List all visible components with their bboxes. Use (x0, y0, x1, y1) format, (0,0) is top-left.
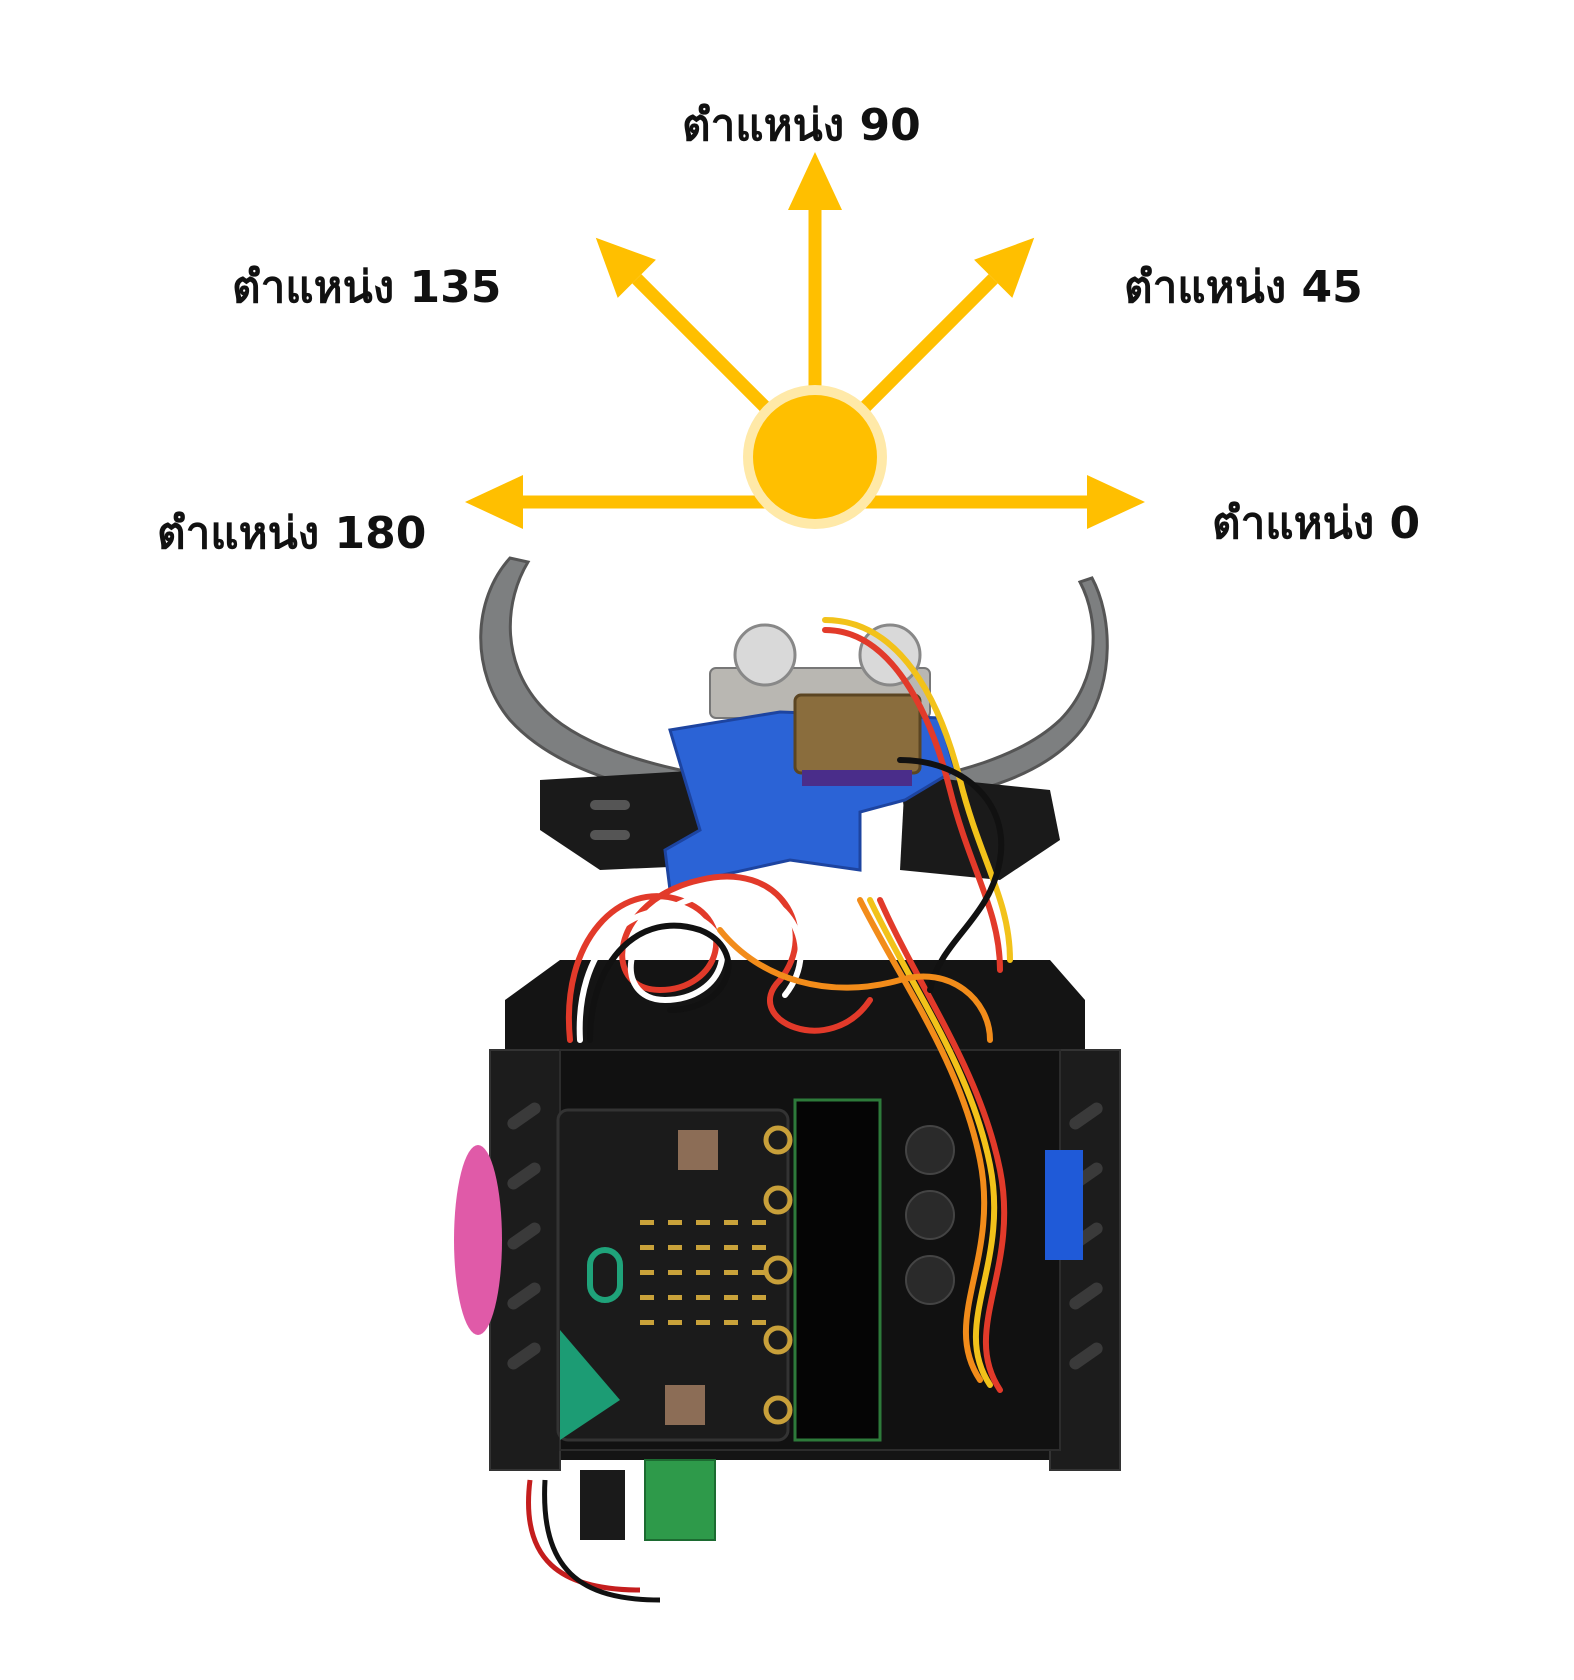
microbit-button-b (665, 1385, 705, 1425)
label-position-180: ตำแหน่ง 180 (157, 508, 427, 559)
servo-cables (565, 617, 1013, 1393)
label-position-0: ตำแหน่ง 0 (1212, 498, 1421, 549)
front-arm-plate-right (900, 775, 1060, 880)
power-terminal (644, 1459, 716, 1541)
ultrasonic-eye-right (858, 623, 922, 687)
arrow-45-head (974, 237, 1035, 298)
ultrasonic-eye-left (733, 623, 797, 687)
dc-motor-terminal (1045, 1150, 1083, 1260)
pivot-dot (753, 395, 877, 519)
arrow-90-head (788, 152, 842, 210)
pink-wheel (454, 1145, 502, 1335)
label-position-45: ตำแหน่ง 45 (1124, 262, 1363, 313)
label-position-90: ตำแหน่ง 90 (682, 100, 921, 151)
robot-car-icon (454, 556, 1121, 1603)
edge-connector (793, 1098, 882, 1442)
microbit-button-a (678, 1130, 718, 1170)
arrow-180-head (465, 475, 523, 529)
left-claw-icon (479, 556, 707, 802)
arrow-0-head (1087, 475, 1145, 529)
dc-jack (580, 1470, 625, 1540)
arrow-135-head (595, 237, 656, 298)
led-matrix (640, 1220, 766, 1325)
direction-arrows (465, 152, 1145, 529)
label-position-135: ตำแหน่ง 135 (232, 262, 502, 313)
